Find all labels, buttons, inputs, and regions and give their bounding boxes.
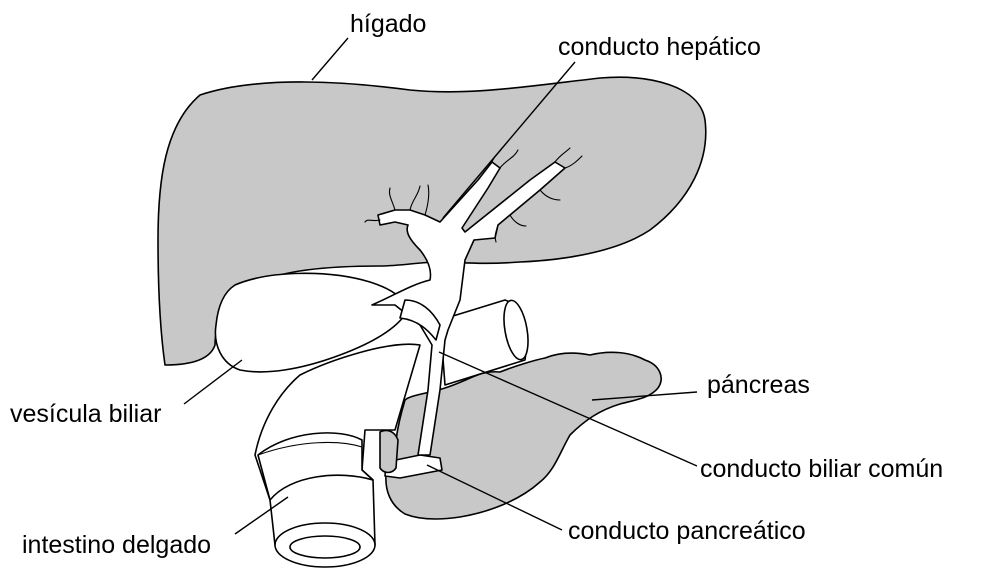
label-liver: hígado	[350, 10, 426, 38]
label-small-intestine: intestino delgado	[22, 531, 211, 559]
label-pancreas: páncreas	[707, 371, 810, 399]
label-hepatic-duct: conducto hepático	[558, 33, 761, 61]
leader-gallbladder	[184, 360, 242, 404]
intestine-opening	[275, 523, 375, 567]
label-common-bile-duct: conducto biliar común	[700, 455, 943, 483]
pancreas-head-lobe	[380, 430, 398, 472]
label-pancreatic-duct: conducto pancreático	[568, 517, 806, 545]
label-gallbladder: vesícula biliar	[10, 400, 161, 428]
leader-liver	[312, 38, 348, 80]
intestine-opening-inner	[290, 536, 360, 558]
